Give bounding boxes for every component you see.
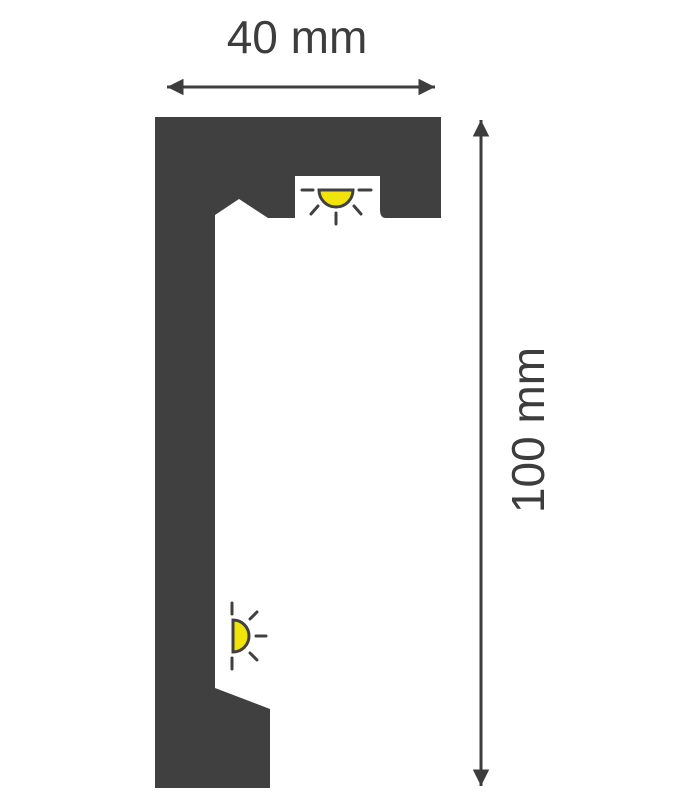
lamp-icon-top [300,188,373,226]
width-dimension: 40 mm [167,11,435,96]
molding-profile [155,117,441,788]
height-label: 100 mm [502,347,554,513]
height-dimension: 100 mm [472,120,554,786]
lamp-icon-bottom [230,601,268,671]
width-label: 40 mm [227,11,368,63]
